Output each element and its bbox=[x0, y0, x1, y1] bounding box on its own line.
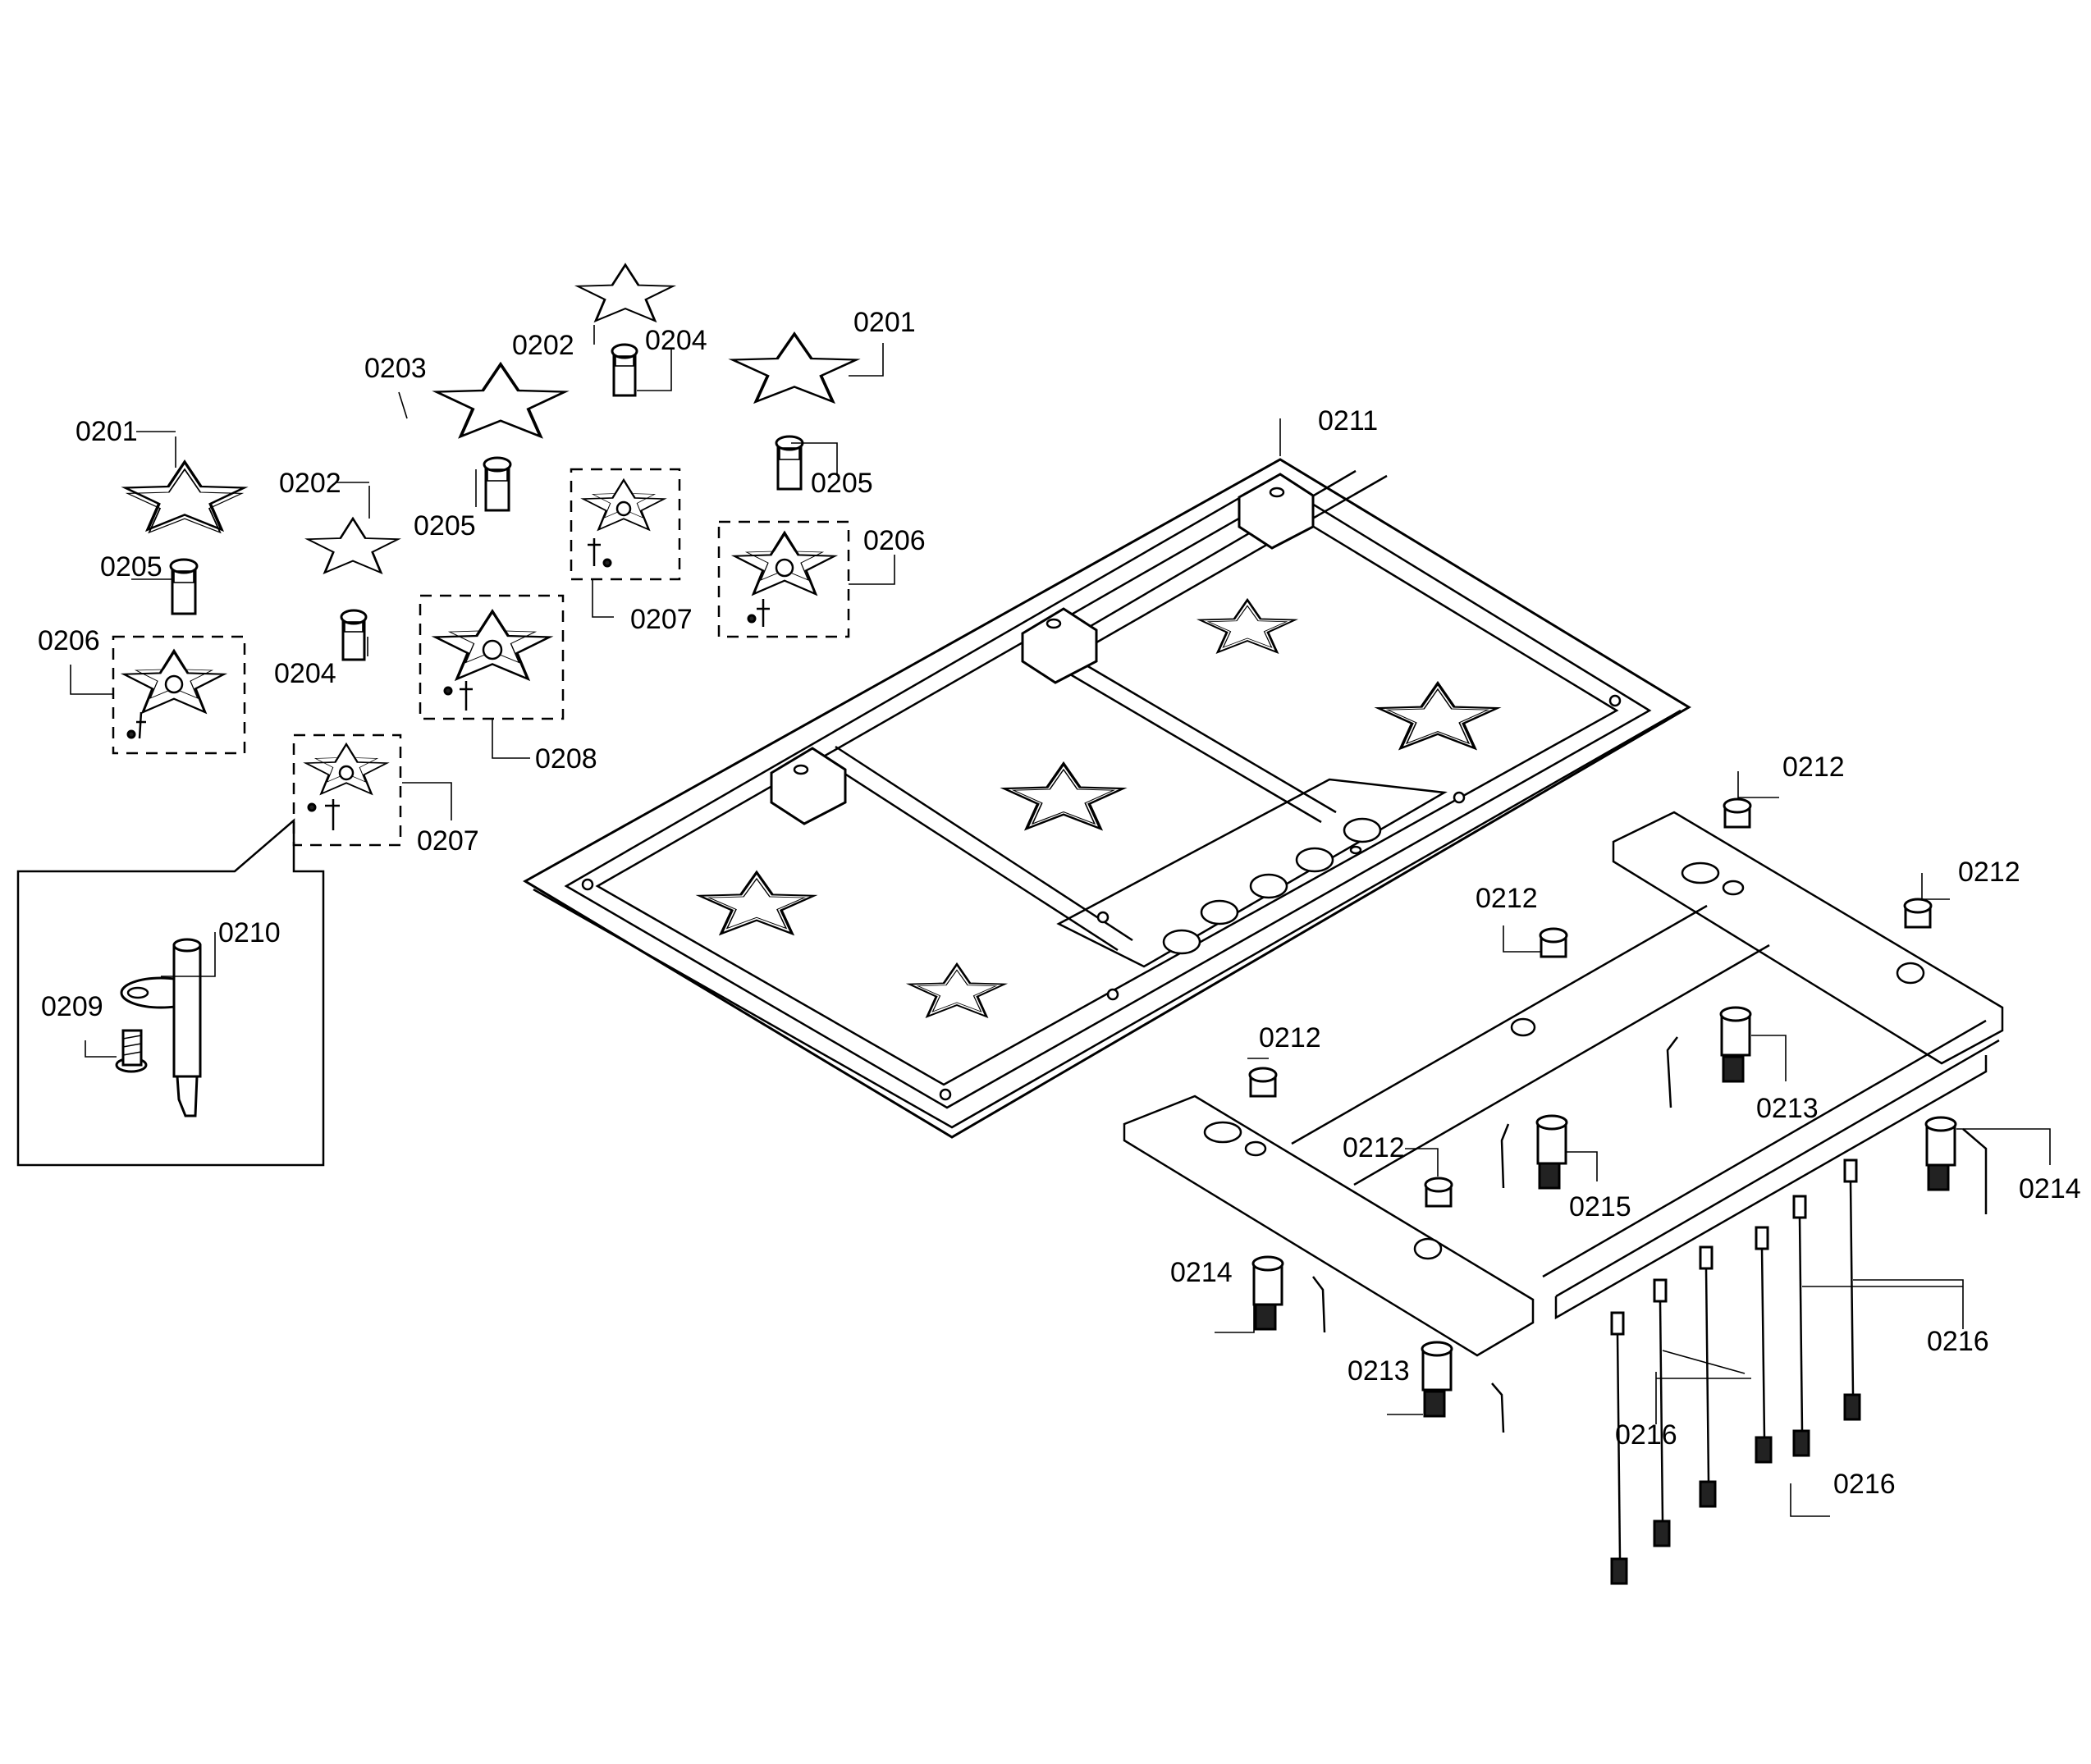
nut-0212-a bbox=[1723, 797, 1752, 829]
label-0213-b: 0213 bbox=[1347, 1355, 1410, 1387]
ignition-lead-5 bbox=[1792, 1195, 1810, 1457]
burner-cap-0201-left bbox=[123, 460, 246, 533]
burner-base-0207-bottom bbox=[292, 733, 402, 847]
label-0213-a: 0213 bbox=[1756, 1093, 1819, 1124]
label-0210: 0210 bbox=[218, 917, 281, 948]
detail-inset bbox=[16, 818, 325, 1167]
burner-base-0208 bbox=[419, 594, 565, 720]
electrode-0210 bbox=[120, 938, 202, 1117]
burner-base-0206-left bbox=[112, 635, 246, 755]
burner-crown-0205-left bbox=[169, 558, 199, 615]
burner-base-0206-right bbox=[717, 520, 850, 638]
nut-0212-b bbox=[1903, 898, 1933, 929]
burner-cap-0203 bbox=[437, 364, 565, 436]
label-0205-left: 0205 bbox=[100, 551, 162, 583]
burner-crown-0205-mid bbox=[483, 456, 512, 512]
label-0204-left: 0204 bbox=[274, 658, 336, 689]
label-0201-right: 0201 bbox=[853, 307, 916, 338]
label-0216-b: 0216 bbox=[1927, 1326, 1989, 1357]
ignition-lead-6 bbox=[1755, 1226, 1773, 1464]
valve-0213-b bbox=[1421, 1341, 1505, 1433]
label-0209: 0209 bbox=[41, 991, 103, 1022]
label-0215: 0215 bbox=[1569, 1191, 1631, 1222]
leader-lines bbox=[70, 325, 2051, 1517]
burner-cap-0201-right bbox=[730, 332, 858, 404]
label-0201-left: 0201 bbox=[75, 416, 138, 447]
label-0202-left: 0202 bbox=[279, 468, 341, 499]
label-0205-mid: 0205 bbox=[414, 510, 476, 542]
label-0207-top: 0207 bbox=[630, 604, 693, 635]
label-0212-b: 0212 bbox=[1958, 857, 2020, 888]
ignition-lead-3 bbox=[1610, 1311, 1628, 1585]
valve-0215 bbox=[1500, 1114, 1568, 1190]
ignition-lead-4 bbox=[1843, 1158, 1861, 1421]
screw-0209 bbox=[115, 1029, 148, 1073]
valve-0214-a bbox=[1251, 1255, 1326, 1333]
label-0214-b: 0214 bbox=[2019, 1173, 2081, 1204]
manifold-frame bbox=[1123, 811, 2004, 1357]
label-0206-left: 0206 bbox=[38, 625, 100, 656]
label-0206-right: 0206 bbox=[863, 525, 926, 556]
valve-0214-b bbox=[1924, 1116, 1988, 1214]
burner-cap-0202-top bbox=[576, 263, 675, 322]
ignition-lead-2 bbox=[1653, 1278, 1671, 1547]
label-0214-a: 0214 bbox=[1170, 1257, 1233, 1288]
nut-0212-d bbox=[1248, 1067, 1278, 1098]
burner-crown-0205-right bbox=[775, 435, 804, 491]
nut-0212-c bbox=[1539, 927, 1568, 958]
ignition-leads-0216 bbox=[1610, 1158, 1861, 1585]
label-0205-right: 0205 bbox=[811, 468, 873, 499]
label-0211: 0211 bbox=[1318, 405, 1378, 436]
burner-base-0207-top bbox=[570, 468, 681, 581]
burner-crown-0204-top bbox=[611, 343, 638, 397]
burner-cap-0202-left bbox=[306, 517, 400, 574]
label-0212-e: 0212 bbox=[1343, 1132, 1405, 1163]
valve-0213-a bbox=[1666, 1006, 1752, 1108]
label-0212-a: 0212 bbox=[1782, 752, 1845, 783]
burner-crown-0204-left bbox=[340, 609, 368, 661]
nut-0212-e bbox=[1424, 1177, 1453, 1208]
label-0207-bottom: 0207 bbox=[417, 825, 479, 857]
label-0202-top: 0202 bbox=[512, 330, 574, 361]
label-0216-a: 0216 bbox=[1615, 1419, 1677, 1451]
label-0208: 0208 bbox=[535, 743, 597, 775]
label-0204-top: 0204 bbox=[645, 325, 707, 356]
callout-labels: 0201 0201 0202 0202 0203 0204 0204 0205 … bbox=[38, 307, 2081, 1500]
label-0203: 0203 bbox=[364, 353, 427, 384]
label-0212-c: 0212 bbox=[1476, 883, 1538, 914]
ignition-lead-1 bbox=[1699, 1245, 1717, 1508]
cooktop-panel-0211 bbox=[523, 458, 1691, 1139]
label-0216-c: 0216 bbox=[1833, 1469, 1896, 1500]
label-0212-d: 0212 bbox=[1259, 1022, 1321, 1053]
